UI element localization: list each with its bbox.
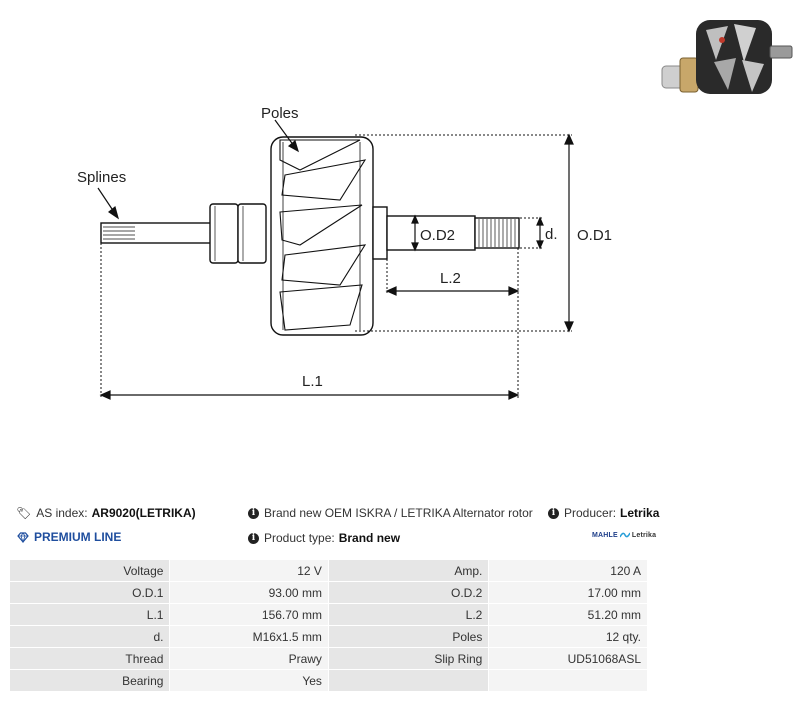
diamond-icon [17,531,29,543]
poles-label: Poles [261,105,299,122]
spec-value: UD51068ASL [488,647,648,670]
spec-value: Yes [169,669,329,692]
spec-label: L.1 [8,603,171,626]
spec-value [488,669,648,692]
rotor-drawing [97,20,793,400]
spec-label: Poles [327,625,490,648]
description-text: Brand new OEM ISKRA / LETRIKA Alternator… [264,506,533,520]
spec-label: O.D.2 [327,581,490,604]
description: i Brand new OEM ISKRA / LETRIKA Alternat… [248,506,533,520]
spec-label: O.D.1 [8,581,171,604]
product-type-label: Product type: [264,531,335,545]
product-type-value: Brand new [338,531,401,545]
spec-label [327,669,490,692]
tag-icon: 🏷 [16,506,32,520]
spec-label: Bearing [8,669,171,692]
spec-label: Amp. [327,559,490,582]
od2-label: O.D2 [420,227,456,244]
spec-label: Voltage [8,559,171,582]
as-index-value: AR9020(LETRIKA) [91,506,196,520]
spec-value: 156.70 mm [169,603,329,626]
spec-value: 17.00 mm [488,581,648,604]
splines-label: Splines [77,169,127,186]
l2-label: L.2 [440,270,461,287]
d-label: d. [545,226,558,243]
as-index-label: AS index: [36,506,88,520]
product-type: i Product type: Brand new [248,531,400,545]
spec-value: 93.00 mm [169,581,329,604]
spec-label: d. [8,625,171,648]
info-icon: i [248,507,259,519]
spec-value: 12 qty. [488,625,648,648]
producer-label: Producer: [564,506,617,520]
spec-label: L.2 [327,603,490,626]
premium-line-text: PREMIUM LINE [34,530,122,544]
brand-logo: MAHLE Letrika [592,531,656,539]
producer-value: Letrika [620,506,660,520]
spec-value: 51.20 mm [488,603,648,626]
info-icon: i [248,532,259,544]
producer: i Producer: Letrika [548,506,659,520]
as-index: 🏷 AS index: AR9020(LETRIKA) [16,506,196,520]
od1-label: O.D1 [577,227,613,244]
brand-logo-right: Letrika [631,531,657,539]
spec-value: 120 A [488,559,648,582]
spec-value: M16x1.5 mm [169,625,329,648]
spec-value: Prawy [169,647,329,670]
spec-value: 12 V [169,559,329,582]
rotor-photo [661,20,793,94]
l1-label: L.1 [302,373,323,390]
spec-label: Slip Ring [327,647,490,670]
wave-icon [619,532,630,538]
rotor-diagram: Poles Splines O.D2 d. O.D1 L.2 L.1 [77,20,793,400]
premium-line: PREMIUM LINE [17,530,121,544]
info-icon: i [548,507,559,519]
brand-logo-left: MAHLE [592,531,618,539]
spec-label: Thread [8,647,171,670]
